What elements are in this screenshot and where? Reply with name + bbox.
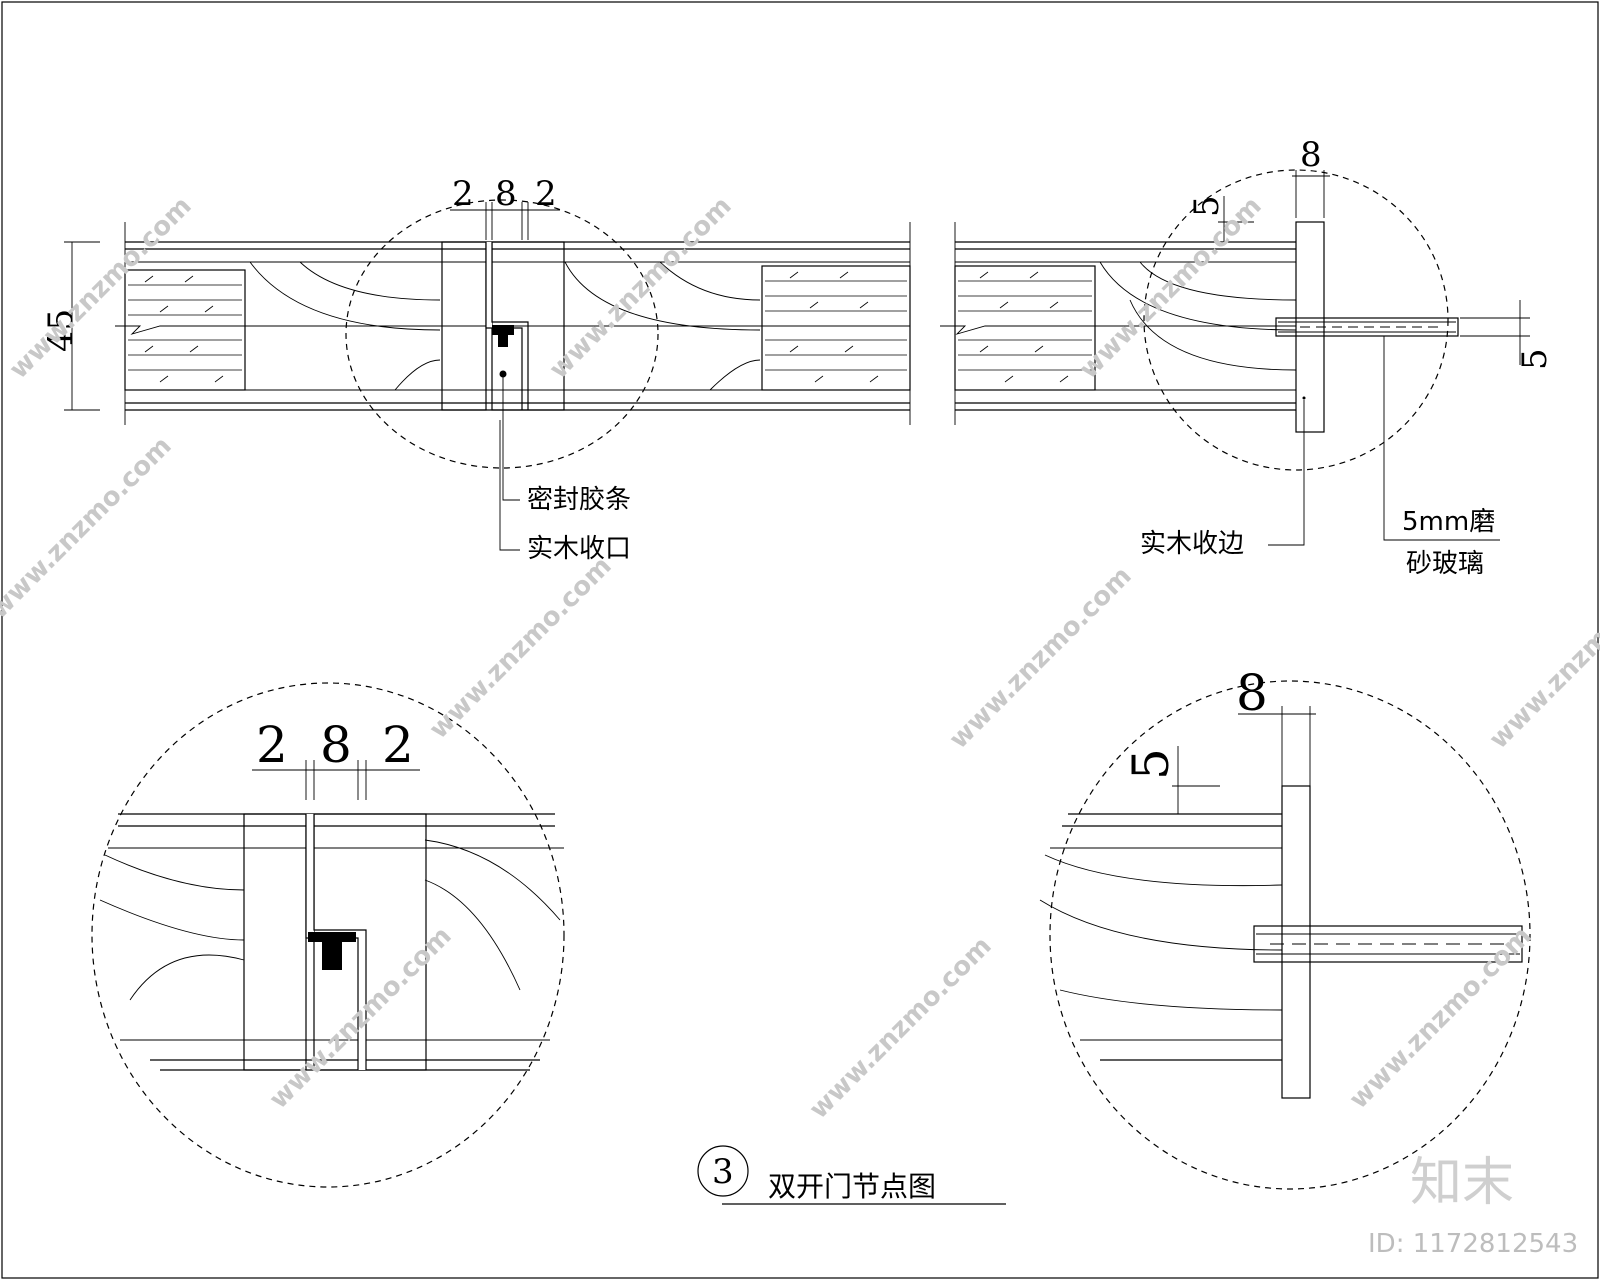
dim-8-detail: 8 (320, 716, 352, 774)
top-left-section: 2 8 2 45 密封胶条 实木收口 (41, 174, 911, 564)
title-number: 3 (712, 1152, 734, 1192)
label-solid-wood-closure: 实木收口 (527, 534, 631, 564)
label-solid-wood-edge: 实木收边 (1140, 529, 1244, 559)
watermark-text: www.znzmo.com (1344, 921, 1538, 1115)
watermark-text: www.znzmo.com (0, 431, 178, 625)
dim-5-offset-top: 5 (1187, 195, 1227, 217)
watermark-layer: www.znzmo.com www.znzmo.com www.znzmo.co… (0, 191, 1600, 1259)
watermark-text: www.znzmo.com (1074, 191, 1268, 385)
top-right-section: 8 5 5 实木收边 5mm磨 砂玻璃 (940, 135, 1555, 579)
dim-8-edge-detail: 8 (1236, 664, 1268, 722)
title-text: 双开门节点图 (768, 1170, 936, 1203)
detail-right: 8 5 (1039, 664, 1531, 1190)
watermark-text: www.znzmo.com (4, 191, 198, 385)
watermark-text: www.znzmo.com (1484, 561, 1600, 755)
watermark-text: www.znzmo.com (944, 561, 1138, 755)
detail-left: 2 8 2 (91, 682, 565, 1188)
watermark-text: www.znzmo.com (424, 551, 618, 745)
dim-thickness: 45 (41, 309, 81, 352)
dim-5-offset-detail: 5 (1122, 748, 1180, 780)
dim-2-left-detail: 2 (256, 716, 288, 774)
label-glass-line1: 5mm磨 (1402, 507, 1495, 537)
watermark-text: www.znzmo.com (804, 931, 998, 1125)
id-watermark: ID: 1172812543 (1368, 1229, 1578, 1259)
dim-2-right-detail: 2 (382, 716, 414, 774)
dim-8-top: 8 (495, 174, 517, 214)
brand-watermark: 知末 (1410, 1153, 1514, 1213)
dim-2-left-top: 2 (452, 174, 474, 214)
label-seal-strip: 密封胶条 (527, 485, 631, 515)
dim-glass-thickness: 5 (1515, 348, 1555, 370)
label-glass-line2: 砂玻璃 (1406, 549, 1484, 579)
drawing-title: 3 双开门节点图 (697, 1145, 1006, 1205)
dim-8-edge-top: 8 (1300, 135, 1322, 175)
dim-2-right-top: 2 (535, 174, 557, 214)
watermark-text: www.znzmo.com (544, 191, 738, 385)
